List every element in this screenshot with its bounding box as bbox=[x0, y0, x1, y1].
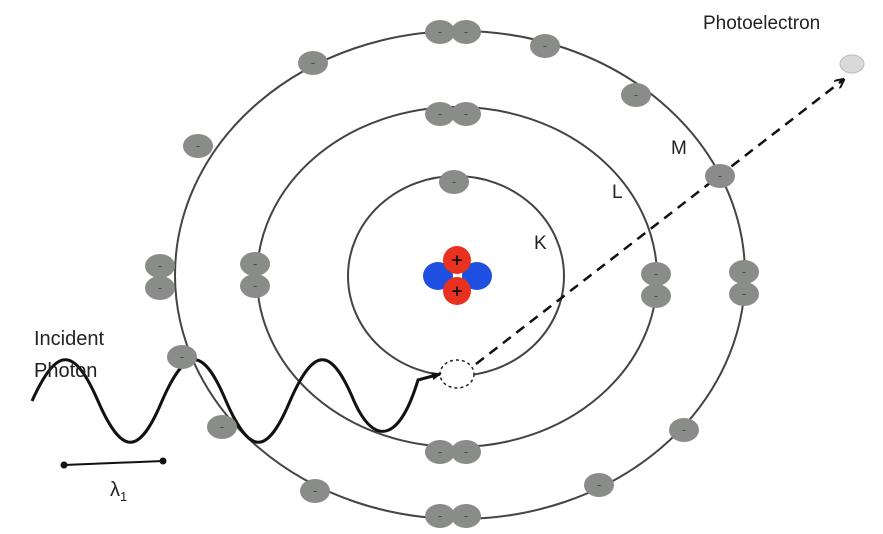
electron-charge: - bbox=[452, 175, 456, 189]
electron-charge: - bbox=[742, 265, 746, 279]
electron-charge: - bbox=[742, 287, 746, 301]
wavelength-subscript: 1 bbox=[120, 489, 127, 504]
electron-charge: - bbox=[180, 350, 184, 364]
electron-charge: - bbox=[311, 56, 315, 70]
electron bbox=[451, 102, 481, 126]
wavelength-label: λ1 bbox=[110, 479, 127, 504]
ejected-electron-ghost bbox=[839, 54, 865, 74]
electron-charge: - bbox=[438, 107, 442, 121]
electron-charge: - bbox=[597, 478, 601, 492]
electron bbox=[240, 252, 270, 276]
electron-charge: - bbox=[313, 484, 317, 498]
electron-charge: - bbox=[253, 279, 257, 293]
electron bbox=[530, 34, 560, 58]
electron-charge: - bbox=[253, 257, 257, 271]
electron bbox=[451, 504, 481, 528]
electron-charge: - bbox=[438, 445, 442, 459]
electron-charge: - bbox=[158, 281, 162, 295]
proton-charge: + bbox=[451, 282, 464, 300]
neutron bbox=[423, 262, 453, 290]
electron bbox=[584, 473, 614, 497]
shell-m-label: M bbox=[671, 138, 687, 159]
electron-charge: - bbox=[654, 267, 658, 281]
nucleus: + + bbox=[423, 246, 492, 305]
wavelength-bar bbox=[63, 460, 164, 466]
electron bbox=[183, 134, 213, 158]
electron bbox=[425, 504, 455, 528]
proton bbox=[443, 246, 471, 274]
electron-charge: - bbox=[543, 39, 547, 53]
electron bbox=[167, 345, 197, 369]
incident-photon-label-line1: Incident bbox=[34, 328, 104, 350]
electron bbox=[705, 164, 735, 188]
electron-charge: - bbox=[464, 445, 468, 459]
wavelength-bar-end bbox=[159, 457, 167, 465]
shell-k-label: K bbox=[534, 233, 547, 254]
photoelectron-label: Photoelectron bbox=[703, 13, 820, 34]
electron bbox=[145, 276, 175, 300]
electron-charge: - bbox=[464, 25, 468, 39]
incident-photon-wave bbox=[30, 358, 442, 444]
electron-charge: - bbox=[438, 509, 442, 523]
electron bbox=[451, 440, 481, 464]
neutron bbox=[462, 262, 492, 290]
electron-charge: - bbox=[464, 509, 468, 523]
electron bbox=[145, 254, 175, 278]
electron bbox=[641, 262, 671, 286]
electron bbox=[729, 282, 759, 306]
incident-photon-label-line2: Photon bbox=[34, 360, 97, 382]
electron-charge: - bbox=[718, 169, 722, 183]
electron bbox=[298, 51, 328, 75]
electron-charge: - bbox=[196, 139, 200, 153]
electron bbox=[439, 170, 469, 194]
electron bbox=[425, 20, 455, 44]
shell-l-label: L bbox=[612, 182, 623, 203]
wavelength-bar-end bbox=[60, 461, 68, 469]
electron bbox=[425, 102, 455, 126]
electron bbox=[729, 260, 759, 284]
shell-k-orbit bbox=[347, 175, 565, 377]
electron-charge: - bbox=[654, 289, 658, 303]
electron bbox=[621, 83, 651, 107]
proton-charge: + bbox=[451, 251, 464, 269]
electron-charge: - bbox=[464, 107, 468, 121]
electron bbox=[641, 284, 671, 308]
electron bbox=[451, 20, 481, 44]
electron bbox=[207, 415, 237, 439]
electron bbox=[425, 440, 455, 464]
electron bbox=[669, 418, 699, 442]
electron-charge: - bbox=[220, 420, 224, 434]
electron bbox=[240, 274, 270, 298]
wavelength-symbol: λ bbox=[110, 479, 120, 501]
electron-charge: - bbox=[682, 423, 686, 437]
electrons: - - - - - - - - - - - - - - - - - - - - - - - - - - - bbox=[145, 20, 759, 528]
electron-vacancy bbox=[439, 359, 475, 389]
electron-charge: - bbox=[158, 259, 162, 273]
electron bbox=[300, 479, 330, 503]
proton bbox=[443, 277, 471, 305]
electron-charge: - bbox=[634, 88, 638, 102]
photoelectron-path bbox=[475, 80, 843, 365]
electron-charge: - bbox=[438, 25, 442, 39]
